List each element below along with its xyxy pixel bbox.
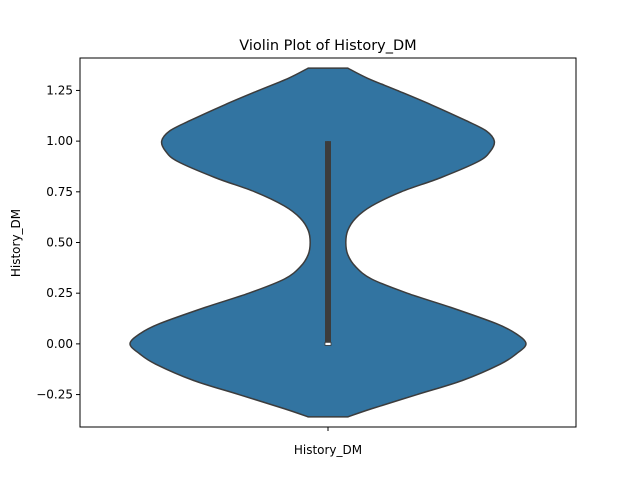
y-tick-label: 1.25	[46, 83, 73, 97]
median-marker	[324, 341, 332, 346]
box-layer	[324, 141, 332, 346]
y-tick-label: 0.50	[46, 236, 73, 250]
chart-title: Violin Plot of History_DM	[239, 38, 416, 54]
y-tick-label: 1.00	[46, 134, 73, 148]
y-tick-label: 0.75	[46, 185, 73, 199]
y-axis-title: History_DM	[9, 209, 23, 277]
y-tick-label: −0.25	[36, 388, 73, 402]
x-tick-label: History_DM	[294, 443, 362, 457]
x-axis: History_DM	[294, 427, 362, 457]
y-tick-label: 0.00	[46, 337, 73, 351]
y-axis: −0.25 0.00 0.25 0.50 0.75 1.00 1.25	[36, 83, 80, 402]
y-tick-label: 0.25	[46, 286, 73, 300]
